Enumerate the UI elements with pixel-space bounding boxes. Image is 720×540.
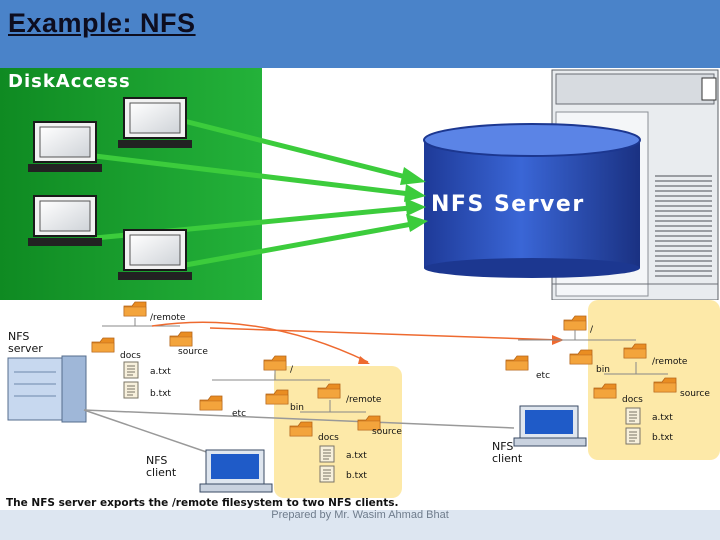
access-arrow-2 bbox=[94, 153, 411, 197]
client1-etc-label: etc bbox=[232, 409, 246, 419]
slide-title: Example: NFS bbox=[8, 8, 196, 38]
nfs-mount-figure: NFS server /remote docs source a.txt b.t… bbox=[6, 300, 720, 509]
client2-source-label: source bbox=[680, 389, 710, 399]
mount-arrow-1 bbox=[151, 321, 369, 363]
nfs-client-1-computer-icon bbox=[199, 449, 273, 493]
access-arrow-1 bbox=[179, 117, 411, 181]
disk-access-figure: DiskAccess NFS Server bbox=[0, 68, 720, 300]
server-tree: /remote docs source a.txt b.txt bbox=[91, 301, 208, 399]
workstation-3-icon bbox=[28, 195, 102, 246]
nfs-client-2-computer-icon bbox=[513, 405, 587, 447]
nfs-server-machine-icon bbox=[7, 355, 87, 423]
client1-label-line1: NFS bbox=[146, 454, 167, 467]
client2-b-label: b.txt bbox=[652, 433, 673, 443]
client1-tree: / etc bin /remote docs source a.txt b.tx… bbox=[199, 355, 402, 483]
client1-bin-label: bin bbox=[290, 403, 304, 413]
client2-tree: / etc bin /remote docs source a.txt b.tx… bbox=[505, 315, 710, 445]
server-b-label: b.txt bbox=[150, 389, 171, 399]
workstation-2-icon bbox=[28, 121, 102, 172]
client2-etc-label: etc bbox=[536, 371, 550, 381]
workstation-1-icon bbox=[118, 97, 192, 148]
nfs-server-label: NFS Server bbox=[431, 192, 585, 217]
client2-label-line2: client bbox=[492, 452, 523, 465]
client1-root-label: / bbox=[290, 365, 294, 375]
client2-docs-label: docs bbox=[622, 395, 643, 405]
server-label-line2: server bbox=[8, 342, 43, 355]
client1-remote-label: /remote bbox=[346, 395, 382, 405]
server-docs-label: docs bbox=[120, 351, 141, 361]
server-remote-label: /remote bbox=[150, 313, 186, 323]
client2-remote-label: /remote bbox=[652, 357, 688, 367]
server-a-label: a.txt bbox=[150, 367, 171, 377]
client1-docs-label: docs bbox=[318, 433, 339, 443]
server-source-label: source bbox=[178, 347, 208, 357]
client2-a-label: a.txt bbox=[652, 413, 673, 423]
client2-root-label: / bbox=[590, 325, 594, 335]
client1-label-line2: client bbox=[146, 466, 177, 479]
client1-source-label: source bbox=[372, 427, 402, 437]
disk-access-heading: DiskAccess bbox=[8, 71, 131, 92]
server-label-line1: NFS bbox=[8, 330, 29, 343]
client2-label-line1: NFS bbox=[492, 440, 513, 453]
figure-caption: The NFS server exports the /remote files… bbox=[6, 497, 399, 509]
client1-highlight bbox=[274, 366, 402, 498]
title-bar bbox=[0, 0, 720, 68]
client1-a-label: a.txt bbox=[346, 451, 367, 461]
client2-bin-label: bin bbox=[596, 365, 610, 375]
nfs-server-cylinder-icon bbox=[423, 123, 641, 278]
workstation-4-icon bbox=[118, 229, 192, 280]
footer-band bbox=[0, 510, 720, 540]
mount-arrow-2 bbox=[209, 327, 561, 341]
client1-b-label: b.txt bbox=[346, 471, 367, 481]
slide-footer: Prepared by Mr. Wasim Ahmad Bhat bbox=[271, 509, 449, 521]
access-arrow-4 bbox=[179, 221, 413, 269]
